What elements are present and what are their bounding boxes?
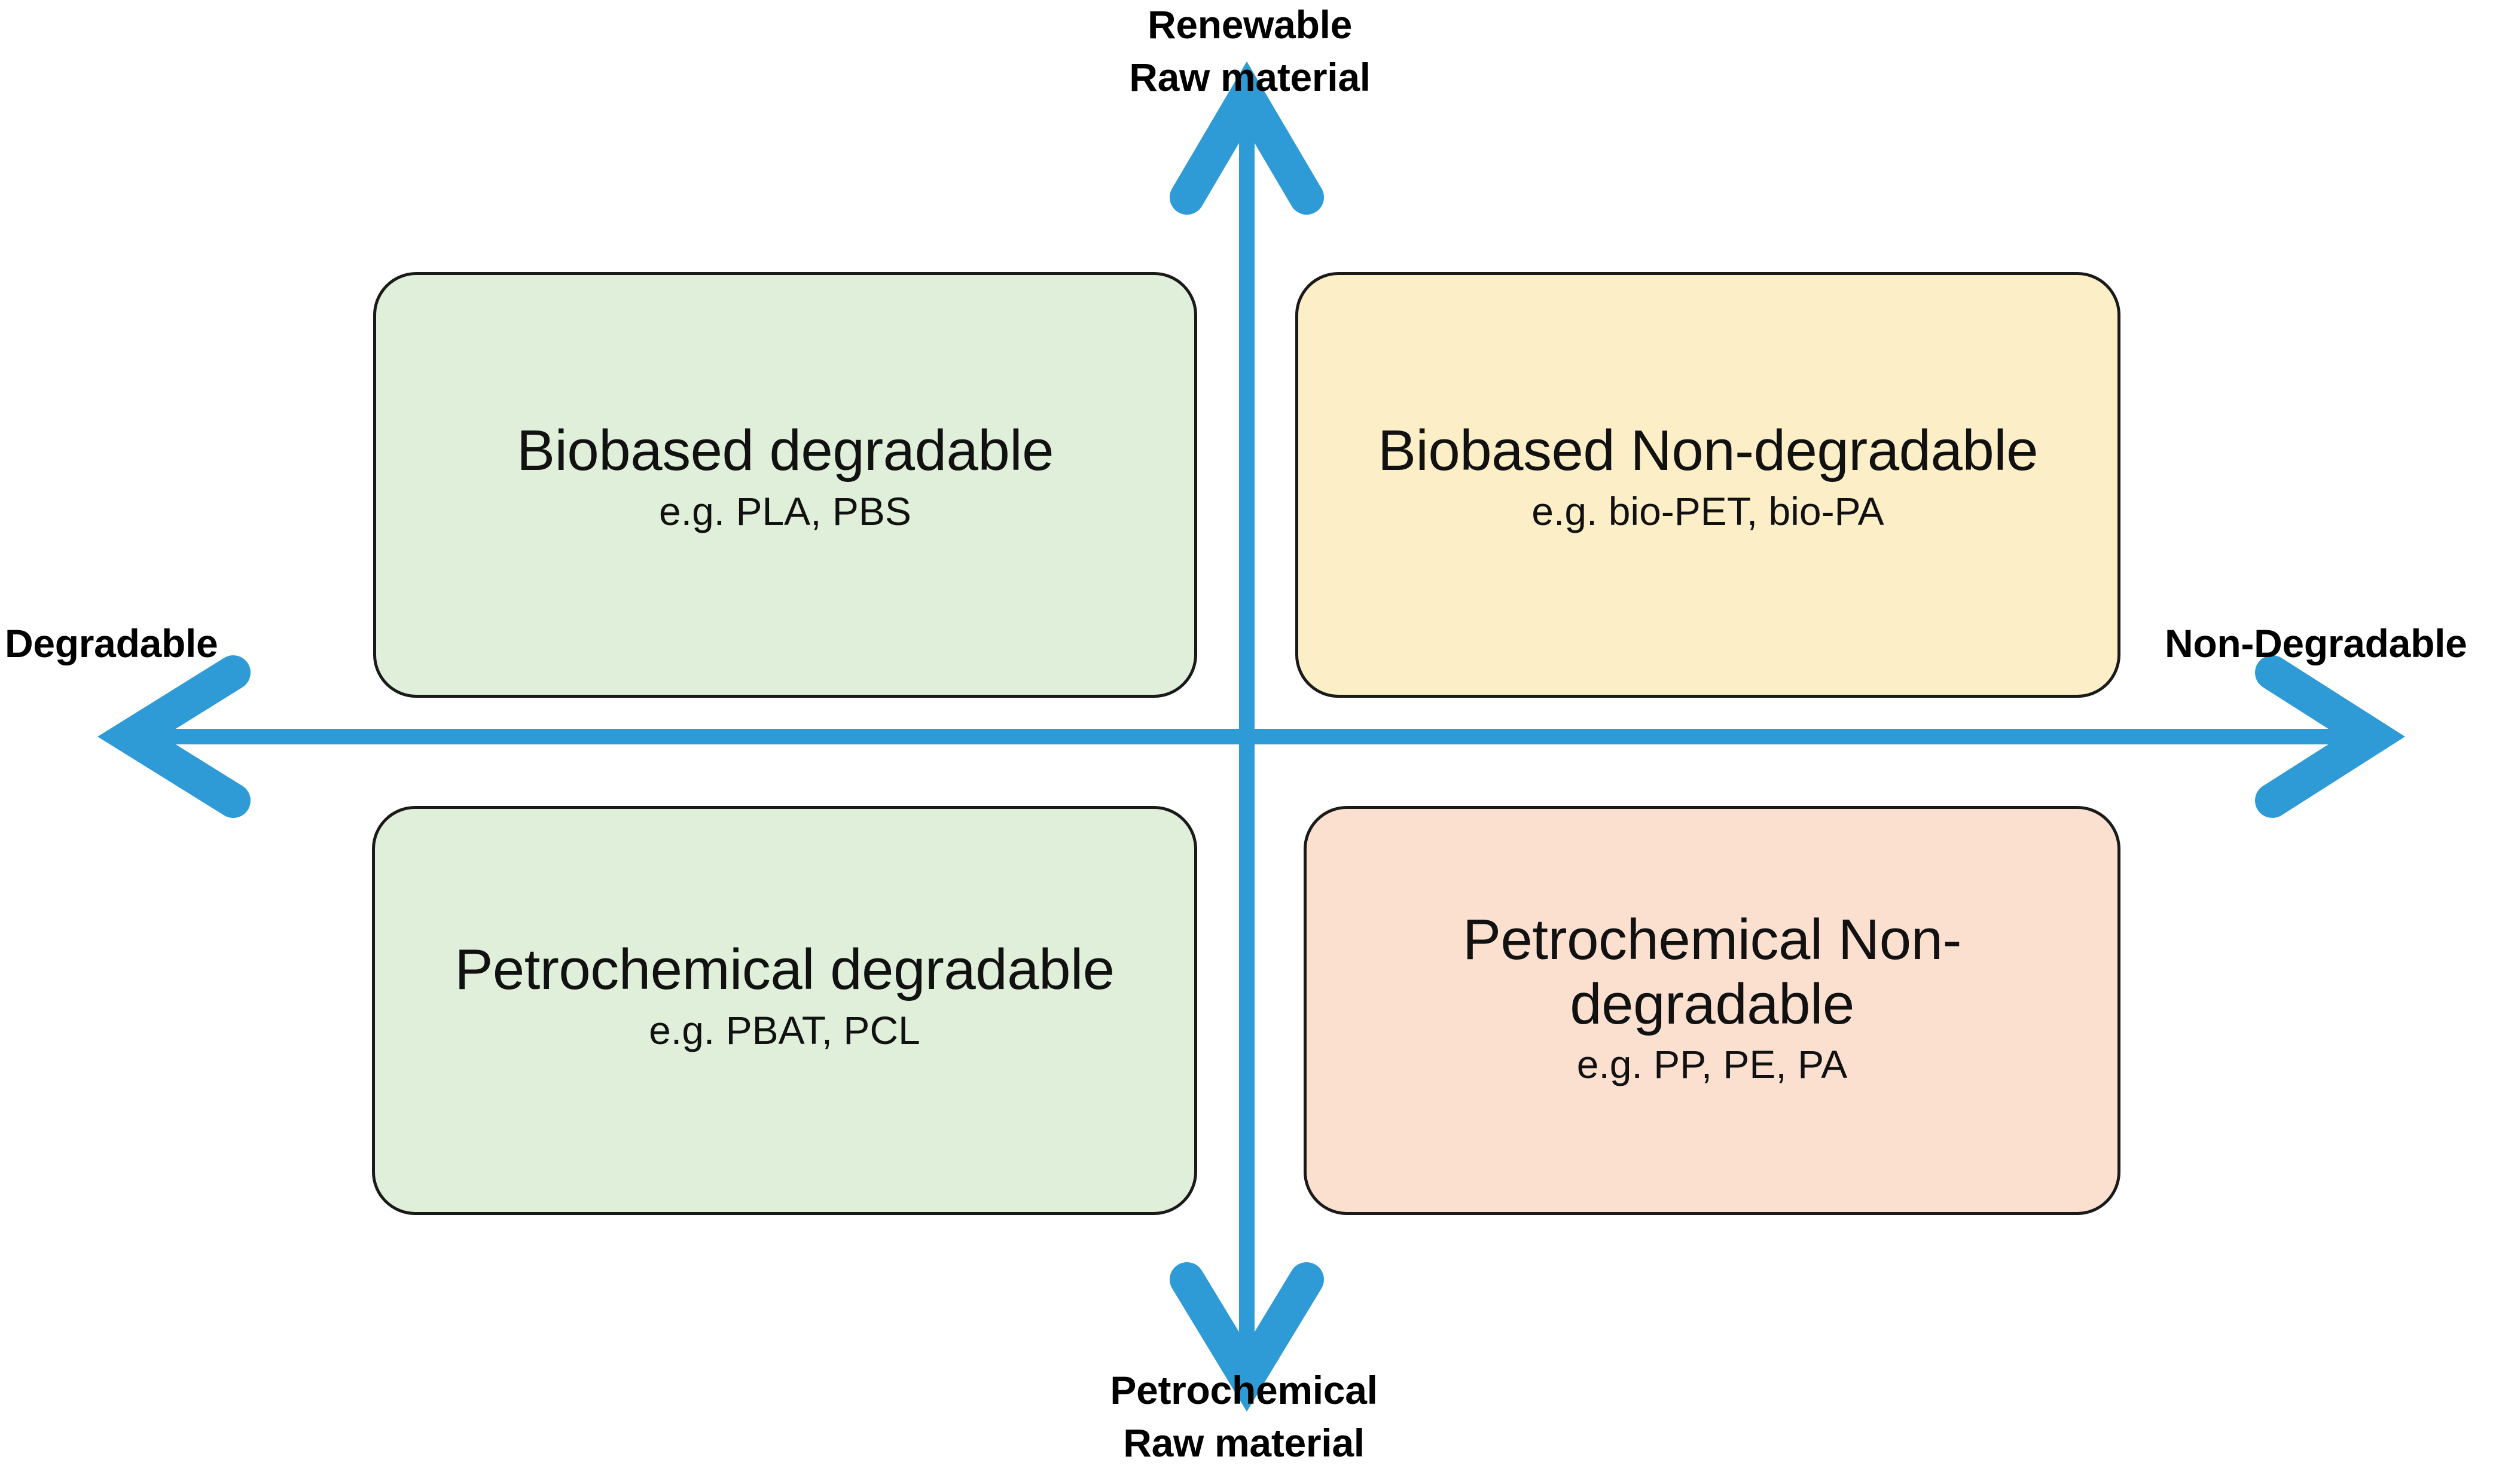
quadrant-examples: e.g. PP, PE, PA	[1576, 1042, 1848, 1087]
quadrant-examples: e.g. PBAT, PCL	[649, 1007, 920, 1052]
axis-label-petrochemical-raw-material: Petrochemical Raw material	[1110, 1368, 1378, 1465]
axis-label-non-degradable: Non-Degradable	[2165, 621, 2467, 665]
axis-label-degradable: Degradable	[5, 621, 218, 665]
arrowhead-right-icon	[2255, 655, 2405, 818]
quadrant-title: Biobased Non-degradable	[1378, 419, 2038, 483]
quadrant-examples: e.g. bio-PET, bio-PA	[1531, 488, 1884, 533]
arrowhead-up-icon	[1170, 61, 1324, 215]
quadrant-examples: e.g. PLA, PBS	[659, 488, 911, 533]
quadrant-biobased-non-degradable: Biobased Non-degradable e.g. bio-PET, bi…	[1295, 272, 2120, 698]
quadrant-biobased-degradable: Biobased degradable e.g. PLA, PBS	[373, 272, 1197, 698]
quadrant-title: Petrochemical Non- degradable	[1463, 908, 1962, 1036]
quadrant-title: Petrochemical degradable	[454, 938, 1115, 1001]
arrowhead-down-icon	[1170, 1262, 1324, 1412]
quadrant-petrochemical-degradable: Petrochemical degradable e.g. PBAT, PCL	[372, 806, 1197, 1215]
arrowhead-left-icon	[97, 655, 251, 818]
quadrant-title: Biobased degradable	[517, 419, 1054, 483]
quadrant-petrochemical-non-degradable: Petrochemical Non- degradable e.g. PP, P…	[1304, 806, 2120, 1215]
axis-label-renewable-raw-material: Renewable Raw material	[1129, 2, 1371, 99]
